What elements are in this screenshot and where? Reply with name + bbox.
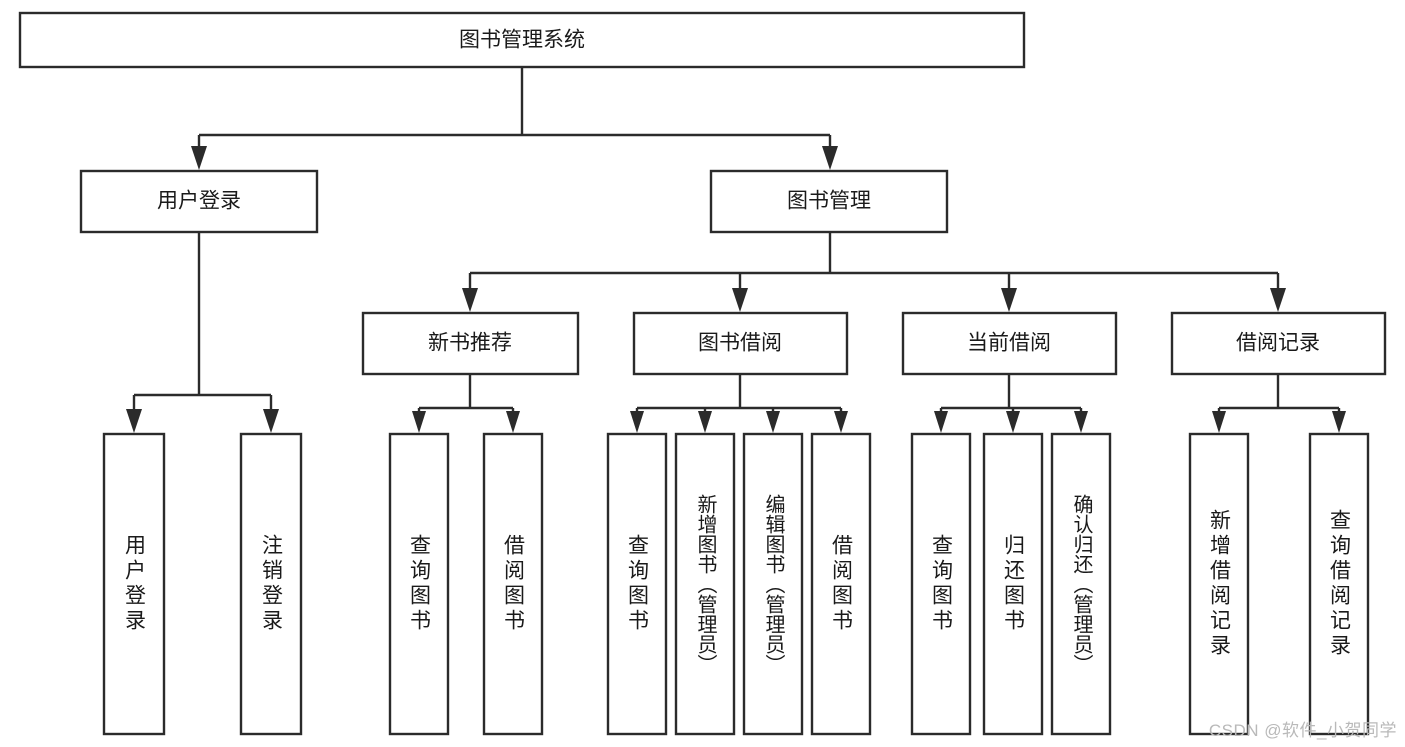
arrow-head-leaf-query-book-1 — [412, 411, 426, 433]
arrow-head-book-borrow — [732, 288, 748, 312]
arrow-head-current-borrow — [1001, 288, 1017, 312]
connectors-book-mgmt-to-level3 — [462, 232, 1286, 312]
node-new-book-recommend-box[interactable] — [361, 311, 580, 376]
watermark-text: CSDN @软件_小贺同学 — [1208, 721, 1397, 740]
node-borrow-record-box[interactable] — [1170, 311, 1387, 376]
connectors-user-login-to-leaves — [126, 232, 279, 433]
arrow-head-leaf-user-login — [126, 409, 142, 433]
leaf-box-query-book-2[interactable] — [606, 432, 668, 736]
node-root-box[interactable] — [18, 11, 1026, 69]
node-new-book-recommend-label: 新书推荐 — [428, 332, 512, 355]
arrow-head-leaf-borrow-book-1 — [506, 411, 520, 433]
leaf-box-query-record[interactable] — [1308, 432, 1370, 736]
node-user-login[interactable]: 用户登录 — [79, 169, 319, 234]
arrow-head-book-mgmt — [822, 146, 838, 170]
connectors-borrow-record-to-leaves — [1212, 374, 1346, 433]
node-user-login-box[interactable] — [79, 169, 319, 234]
arrow-head-leaf-borrow-book-2 — [834, 411, 848, 433]
node-current-borrow-label: 当前借阅 — [967, 332, 1051, 355]
arrow-head-leaf-return-book — [1006, 411, 1020, 433]
node-borrow-record-label: 借阅记录 — [1236, 332, 1320, 355]
node-new-book-recommend[interactable]: 新书推荐 — [361, 311, 580, 376]
arrow-head-leaf-query-book-2 — [630, 411, 644, 433]
node-book-borrow[interactable]: 图书借阅 — [632, 311, 849, 376]
arrow-head-leaf-logout — [263, 409, 279, 433]
node-book-management[interactable]: 图书管理 — [709, 169, 949, 234]
leaf-box-add-book-admin[interactable] — [674, 432, 736, 736]
connectors-current-borrow-to-leaves — [934, 374, 1088, 433]
arrow-head-leaf-confirm-return — [1074, 411, 1088, 433]
arrow-head-leaf-query-record — [1332, 411, 1346, 433]
arrow-head-leaf-add-record — [1212, 411, 1226, 433]
leaf-box-query-book-3[interactable] — [910, 432, 972, 736]
node-user-login-label: 用户登录 — [157, 190, 241, 213]
leaf-box-query-book-1[interactable] — [388, 432, 450, 736]
node-current-borrow-box[interactable] — [901, 311, 1118, 376]
leaf-box-edit-book-admin[interactable] — [742, 432, 804, 736]
leaf-box-borrow-book-1[interactable] — [482, 432, 544, 736]
connectors-root-to-level2 — [191, 67, 838, 170]
leaf-box-confirm-return[interactable] — [1050, 432, 1112, 736]
arrow-head-borrow-record — [1270, 288, 1286, 312]
node-root[interactable]: 图书管理系统 — [18, 11, 1026, 69]
leaf-box-borrow-book-2[interactable] — [810, 432, 872, 736]
arrow-head-user-login — [191, 146, 207, 170]
node-root-label: 图书管理系统 — [459, 29, 585, 52]
arrow-head-leaf-edit-book — [766, 411, 780, 433]
leaf-box-return-book[interactable] — [982, 432, 1044, 736]
node-book-management-box[interactable] — [709, 169, 949, 234]
leaf-box-user-login[interactable] — [102, 432, 166, 736]
connectors-new-book-rec-to-leaves — [412, 374, 520, 433]
arrow-head-leaf-add-book — [698, 411, 712, 433]
node-book-management-label: 图书管理 — [787, 190, 871, 213]
arrow-head-leaf-query-book-3 — [934, 411, 948, 433]
arrow-head-new-book-rec — [462, 288, 478, 312]
node-book-borrow-box[interactable] — [632, 311, 849, 376]
leaf-box-add-record[interactable] — [1188, 432, 1250, 736]
node-book-borrow-label: 图书借阅 — [698, 332, 782, 355]
leaf-box-logout[interactable] — [239, 432, 303, 736]
node-current-borrow[interactable]: 当前借阅 — [901, 311, 1118, 376]
connectors-book-borrow-to-leaves — [630, 374, 848, 433]
node-borrow-record[interactable]: 借阅记录 — [1170, 311, 1387, 376]
